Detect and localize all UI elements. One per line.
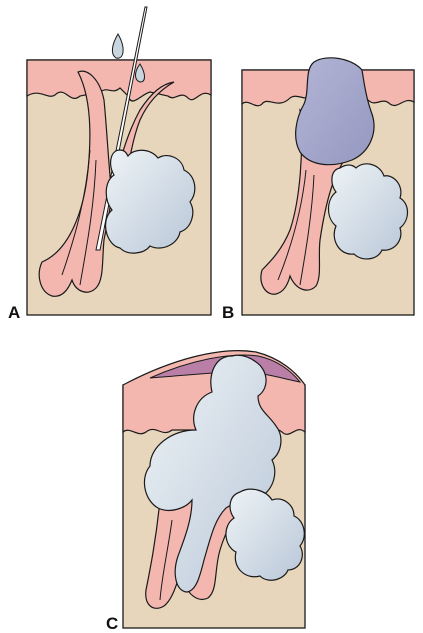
panel-a-sebum-droplet-1	[112, 34, 123, 58]
panel-a	[27, 7, 211, 315]
panel-c-label: C	[106, 615, 118, 632]
panel-b-label: B	[222, 304, 234, 321]
panel-b	[242, 58, 414, 315]
panel-c	[123, 351, 305, 628]
panel-a-label: A	[8, 304, 20, 321]
